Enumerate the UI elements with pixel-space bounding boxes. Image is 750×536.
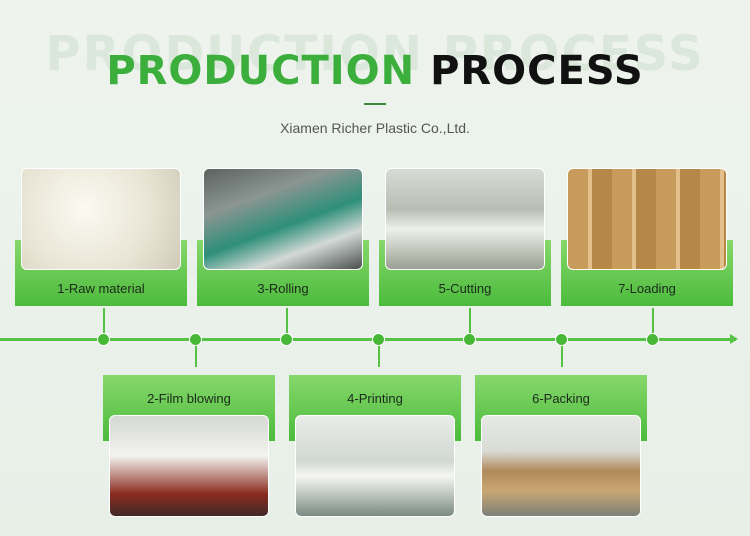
- timeline-line: [0, 338, 736, 341]
- timeline-dot: [280, 333, 293, 346]
- step-card-cutting: 5-Cutting: [379, 168, 551, 308]
- title-divider: [364, 103, 386, 105]
- timeline-dot: [189, 333, 202, 346]
- step-label: 1-Raw material: [57, 281, 145, 296]
- step-card-raw-material: 1-Raw material: [15, 168, 187, 308]
- film-blowing-photo: [109, 415, 269, 517]
- step-card-loading: 7-Loading: [561, 168, 733, 308]
- timeline-arrow-icon: [730, 334, 738, 344]
- cutting-photo: [385, 168, 545, 270]
- timeline-dot: [97, 333, 110, 346]
- timeline-connector: [469, 308, 471, 338]
- timeline-dot: [463, 333, 476, 346]
- page-title: PRODUCTION PROCESS: [0, 48, 750, 94]
- step-card-printing: 4-Printing: [289, 375, 461, 517]
- background-watermark: PRODUCTION PROCESS: [45, 26, 705, 82]
- timeline-dot: [372, 333, 385, 346]
- timeline-connector: [561, 341, 563, 367]
- timeline-connector: [652, 308, 654, 338]
- step-label: 4-Printing: [347, 391, 403, 406]
- rolling-photo: [203, 168, 363, 270]
- title-highlight: PRODUCTION: [106, 48, 416, 94]
- step-card-film-blowing: 2-Film blowing: [103, 375, 275, 517]
- company-name: Xiamen Richer Plastic Co.,Ltd.: [280, 120, 470, 136]
- timeline-connector: [378, 341, 380, 367]
- timeline-connector: [195, 341, 197, 367]
- step-label: 7-Loading: [618, 281, 676, 296]
- packing-photo: [481, 415, 641, 517]
- step-label: 2-Film blowing: [147, 391, 231, 406]
- step-card-packing: 6-Packing: [475, 375, 647, 517]
- timeline-dot: [555, 333, 568, 346]
- timeline-connector: [286, 308, 288, 338]
- timeline-connector: [103, 308, 105, 338]
- step-label: 3-Rolling: [257, 281, 309, 296]
- raw-material-photo: [21, 168, 181, 270]
- timeline-dot: [646, 333, 659, 346]
- step-label: 6-Packing: [532, 391, 590, 406]
- step-label: 5-Cutting: [438, 281, 492, 296]
- title-rest: PROCESS: [430, 48, 644, 94]
- step-card-rolling: 3-Rolling: [197, 168, 369, 308]
- printing-photo: [295, 415, 455, 517]
- loading-photo: [567, 168, 727, 270]
